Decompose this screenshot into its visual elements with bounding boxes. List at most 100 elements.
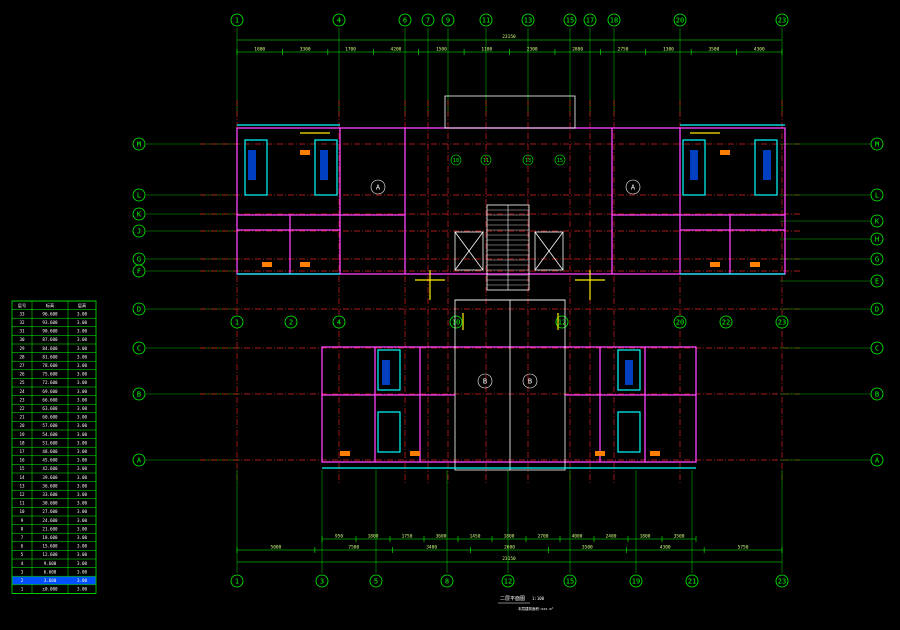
svg-text:18: 18 <box>610 17 618 25</box>
svg-text:23: 23 <box>778 17 786 25</box>
axis-top-17: 17 <box>583 13 597 27</box>
table-height-1: 3.00 <box>77 587 88 592</box>
table-height-21: 3.00 <box>77 415 88 420</box>
table-elevation-20: 57.600 <box>42 423 58 428</box>
svg-text:15: 15 <box>566 578 574 586</box>
table-height-17: 3.00 <box>77 449 88 454</box>
table-height-5: 3.00 <box>77 552 88 557</box>
core-axis-13: 13 <box>522 154 534 166</box>
table-height-4: 3.00 <box>77 561 88 566</box>
drawing-title-block: 二层平面图 1:100 本层建筑面积:xxx m² <box>498 596 554 611</box>
table-floor-11: 11 <box>19 501 25 506</box>
table-elevation-24: 69.600 <box>42 389 58 394</box>
table-height-3: 3.00 <box>77 569 88 574</box>
table-floor-3: 3 <box>21 569 24 574</box>
axis-top-1: 1 <box>230 13 244 27</box>
svg-text:12: 12 <box>558 319 566 327</box>
table-floor-5: 5 <box>21 552 24 557</box>
top-dim-7: 2800 <box>572 47 583 53</box>
axis-right-G: G <box>870 252 884 266</box>
svg-text:4: 4 <box>337 17 341 25</box>
svg-text:A: A <box>875 457 880 465</box>
table-height-16: 3.00 <box>77 458 88 463</box>
top-dim-3: 4200 <box>391 47 402 53</box>
svg-text:A: A <box>631 184 636 192</box>
svg-text:3: 3 <box>320 578 324 586</box>
table-floor-24: 24 <box>19 389 25 394</box>
bottom1-dim-8: 2400 <box>606 534 617 540</box>
table-height-29: 3.00 <box>77 346 88 351</box>
axis-right-L: L <box>870 188 884 202</box>
unit-label-B-2: B <box>477 373 493 389</box>
table-height-27: 3.00 <box>77 363 88 368</box>
svg-text:1: 1 <box>235 578 239 586</box>
svg-text:1: 1 <box>235 17 239 25</box>
table-height-33: 3.00 <box>77 311 88 316</box>
axis-top-11: 11 <box>479 13 493 27</box>
axis-bottom-21: 21 <box>685 574 699 588</box>
table-elevation-31: 90.600 <box>42 329 58 334</box>
table-floor-27: 27 <box>19 363 25 368</box>
bottom2-dim-5: 4300 <box>660 545 671 551</box>
table-height-20: 3.00 <box>77 423 88 428</box>
axis-left-M: M <box>132 137 146 151</box>
table-floor-1: 1 <box>21 587 24 592</box>
table-elevation-19: 54.600 <box>42 432 58 437</box>
axis-bottom-19: 19 <box>629 574 643 588</box>
svg-text:C: C <box>875 345 879 353</box>
axis-left-A: A <box>132 453 146 467</box>
bottom1-dim-4: 1450 <box>470 534 481 540</box>
table-elevation-21: 60.600 <box>42 415 58 420</box>
svg-text:17: 17 <box>586 17 594 25</box>
table-floor-6: 6 <box>21 544 24 549</box>
svg-text:5: 5 <box>374 578 378 586</box>
floor-plan <box>236 95 786 471</box>
table-height-25: 3.00 <box>77 380 88 385</box>
table-floor-21: 21 <box>19 415 25 420</box>
table-elevation-27: 78.600 <box>42 363 58 368</box>
table-floor-33: 33 <box>19 311 25 316</box>
svg-text:21: 21 <box>688 578 696 586</box>
axis-top-18: 18 <box>607 13 621 27</box>
table-height-12: 3.00 <box>77 492 88 497</box>
table-elevation-16: 45.600 <box>42 458 58 463</box>
table-elevation-15: 42.600 <box>42 466 58 471</box>
table-floor-26: 26 <box>19 372 25 377</box>
top-dim-9: 1300 <box>663 47 674 53</box>
table-floor-9: 9 <box>21 518 24 523</box>
table-floor-22: 22 <box>19 406 25 411</box>
table-height-7: 3.00 <box>77 535 88 540</box>
axis-top-23: 23 <box>775 13 789 27</box>
svg-text:B: B <box>528 378 532 386</box>
table-header-1: 标高 <box>46 302 54 309</box>
yellow-accents <box>300 132 720 330</box>
upper-wing-outline <box>236 127 786 275</box>
bottom1-dim-5: 1800 <box>504 534 515 540</box>
table-elevation-14: 39.600 <box>42 475 58 480</box>
table-elevation-25: 72.600 <box>42 380 58 385</box>
table-elevation-30: 87.600 <box>42 337 58 342</box>
table-header-2: 层高 <box>78 302 86 309</box>
svg-text:F: F <box>137 268 141 276</box>
table-floor-10: 10 <box>19 509 25 514</box>
table-elevation-23: 66.600 <box>42 397 58 402</box>
bottom1-dim-6: 2700 <box>538 534 549 540</box>
table-floor-29: 29 <box>19 346 25 351</box>
table-elevation-11: 30.600 <box>42 501 58 506</box>
svg-text:C: C <box>137 345 141 353</box>
axis-left-F: F <box>132 264 146 278</box>
table-elevation-29: 84.600 <box>42 346 58 351</box>
table-floor-8: 8 <box>21 526 24 531</box>
bottom2-dim-3: 2600 <box>504 545 515 551</box>
axis-mid-23: 23 <box>775 315 789 329</box>
table-elevation-6: 15.600 <box>42 544 58 549</box>
core-axis-15: 15 <box>554 154 566 166</box>
svg-text:22: 22 <box>722 319 730 327</box>
table-floor-32: 32 <box>19 320 25 325</box>
table-height-23: 3.00 <box>77 397 88 402</box>
svg-text:M: M <box>875 141 879 149</box>
table-floor-7: 7 <box>21 535 24 540</box>
axis-top-7: 7 <box>421 13 435 27</box>
